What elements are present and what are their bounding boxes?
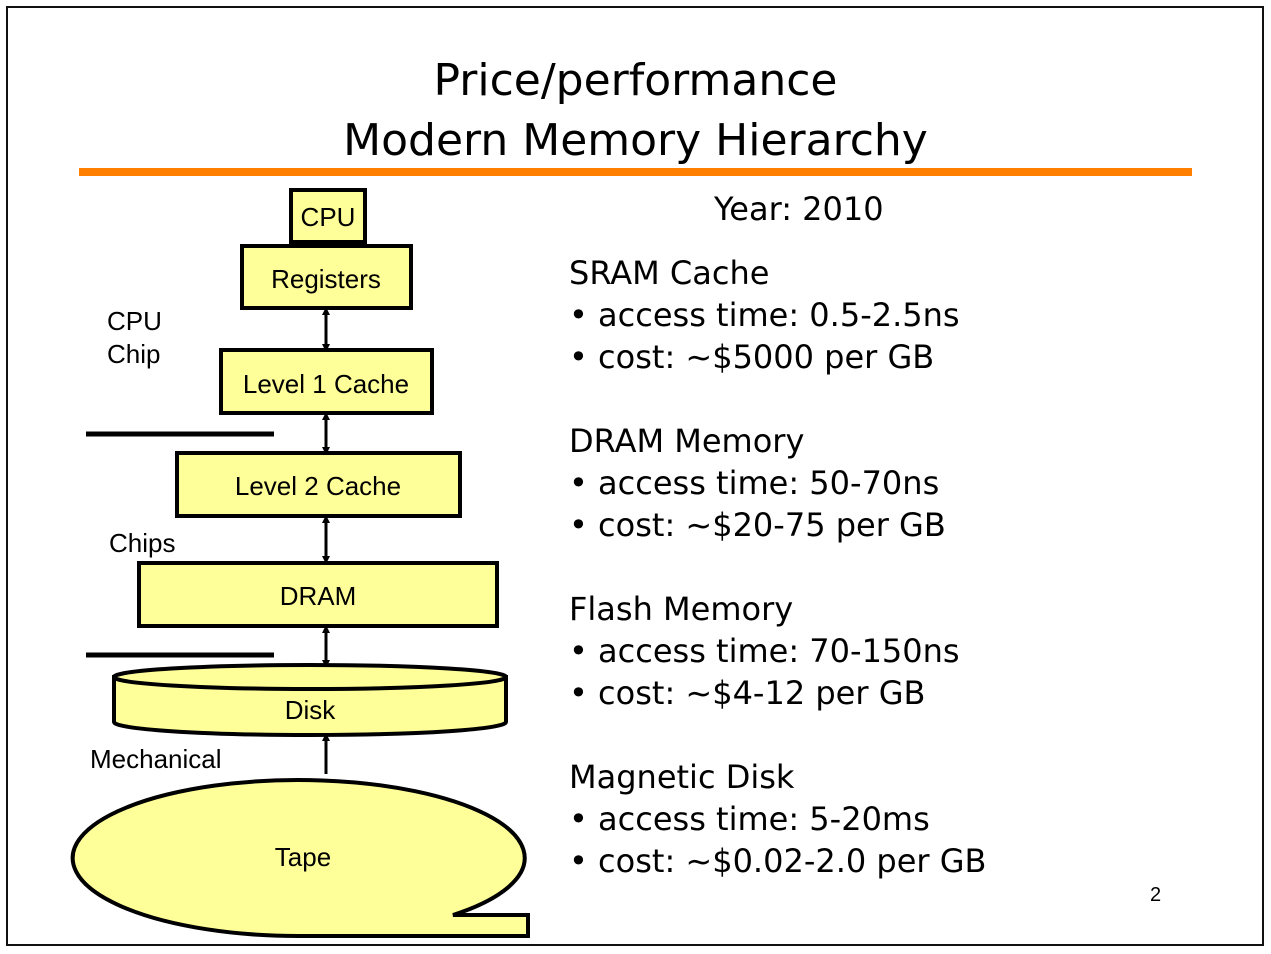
dram-heading: DRAM Memory [569,422,805,460]
cpu-label: CPU [301,202,356,232]
dram-label: DRAM [280,581,357,611]
disk-cost: • cost: ~$0.02-2.0 per GB [569,842,987,880]
cpu-chip-label-line1: CPU [107,306,162,336]
flash-heading: Flash Memory [569,590,794,628]
sram-access-time: • access time: 0.5-2.5ns [569,296,960,334]
l2-cache-box [175,451,462,518]
cpu-box [289,188,367,244]
cpu-chip-label-line2: Chip [107,339,161,369]
flash-cost: • cost: ~$4-12 per GB [569,674,926,712]
disk-label: Disk [285,695,337,725]
cpu-chip-label: CPU Chip [107,305,162,371]
disk-access-time: • access time: 5-20ms [569,800,930,838]
mechanical-label: Mechanical [90,744,222,774]
page-number: 2 [1150,884,1162,906]
sram-cost: • cost: ~$5000 per GB [569,338,935,376]
dram-box [137,561,499,628]
tape-shape [70,778,530,939]
year-label: Year: 2010 [714,190,884,228]
disk-heading: Magnetic Disk [569,758,795,796]
slide-title-line2: Modern Memory Hierarchy [343,115,928,166]
sram-heading: SRAM Cache [569,254,770,292]
dram-access-time: • access time: 50-70ns [569,464,940,502]
dram-cost: • cost: ~$20-75 per GB [569,506,946,544]
registers-box [240,244,413,310]
chips-label: Chips [109,528,176,558]
slide-title-line1: Price/performance [433,55,838,106]
l1-cache-label: Level 1 Cache [243,369,409,399]
flash-access-time: • access time: 70-150ns [569,632,960,670]
disk-cylinder [112,663,508,737]
tape-label: Tape [275,842,331,872]
l1-cache-box [219,348,434,415]
l2-cache-label: Level 2 Cache [235,471,401,501]
title-underline [79,168,1192,176]
registers-label: Registers [271,264,381,294]
